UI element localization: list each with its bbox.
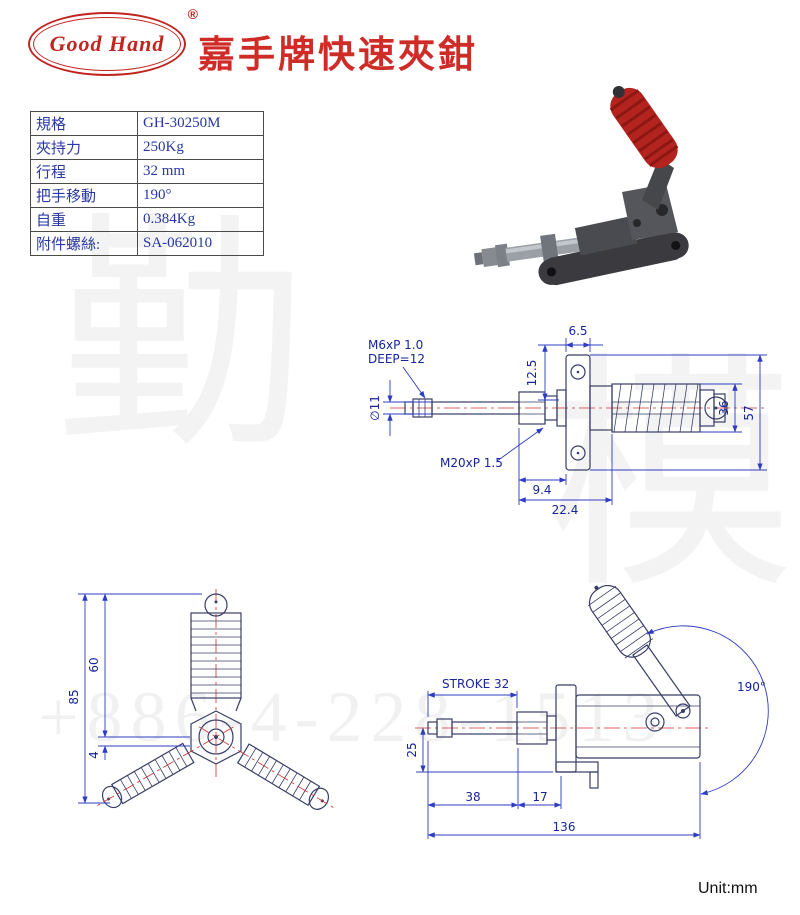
spec-label: 附件螺絲: bbox=[30, 231, 138, 256]
profile-view-drawing: 190° STROKE 32 25 38 17 136 bbox=[405, 585, 769, 839]
dim-label-9-4: 9.4 bbox=[532, 483, 551, 497]
stroke-label: STROKE 32 bbox=[442, 677, 509, 691]
spec-value: 32 mm bbox=[137, 159, 264, 184]
dim-label-190deg: 190° bbox=[737, 680, 766, 694]
spec-label: 規格 bbox=[30, 111, 138, 136]
dim-label-36: 36 bbox=[717, 400, 731, 415]
table-row: 附件螺絲: SA-062010 bbox=[30, 231, 264, 256]
unit-note: Unit:mm bbox=[698, 880, 758, 897]
product-base-plate bbox=[538, 216, 689, 286]
side-view-drawing: 6.5 12.5 ∅11 M6xP 1.0 DEEP=12 M20xP 1.5 … bbox=[368, 324, 767, 517]
spec-label: 夾持力 bbox=[30, 135, 138, 160]
logo-outer-ellipse bbox=[28, 12, 186, 76]
dim-label-6-5: 6.5 bbox=[568, 324, 587, 338]
dim-label-dia11: ∅11 bbox=[368, 395, 382, 421]
profile-grip-outline bbox=[587, 585, 654, 659]
dim-label-38: 38 bbox=[465, 790, 480, 804]
table-row: 行程 32 mm bbox=[30, 159, 264, 184]
thread-label-m20: M20xP 1.5 bbox=[440, 456, 503, 470]
goodhand-logo: Good Hand ® bbox=[28, 6, 198, 76]
spec-label: 行程 bbox=[30, 159, 138, 184]
product-handle-arm bbox=[642, 158, 674, 210]
dim-label-57: 57 bbox=[742, 405, 756, 420]
spec-value: 250Kg bbox=[137, 135, 264, 160]
dim-label-22-4: 22.4 bbox=[552, 503, 579, 517]
spec-value: SA-062010 bbox=[137, 231, 264, 256]
spec-value: GH-30250M bbox=[137, 111, 264, 136]
table-row: 規格 GH-30250M bbox=[30, 111, 264, 136]
spec-value: 190° bbox=[137, 183, 264, 208]
page-title: 嘉手牌快速夾鉗 bbox=[198, 35, 478, 76]
dim-label-12-5: 12.5 bbox=[525, 360, 539, 387]
dim-label-4: 4 bbox=[87, 751, 101, 759]
spec-label: 把手移動 bbox=[30, 183, 138, 208]
table-row: 把手移動 190° bbox=[30, 183, 264, 208]
spec-label: 自重 bbox=[30, 207, 138, 232]
product-grip bbox=[609, 85, 679, 169]
table-row: 夾持力 250Kg bbox=[30, 135, 264, 160]
spec-table: 規格 GH-30250M 夾持力 250Kg 行程 32 mm 把手移動 190… bbox=[30, 111, 264, 256]
registered-trademark: ® bbox=[187, 6, 198, 22]
logo-text: Good Hand bbox=[49, 31, 165, 56]
dim-label-25: 25 bbox=[405, 742, 419, 757]
dim-label-17: 17 bbox=[532, 790, 547, 804]
front-view-drawing: 85 60 4 bbox=[67, 589, 337, 810]
front-right-leg bbox=[198, 726, 337, 810]
thread-note-line1: M6xP 1.0 bbox=[368, 338, 423, 352]
front-left-leg bbox=[94, 726, 234, 809]
table-row: 自重 0.384Kg bbox=[30, 207, 264, 232]
dim-label-136: 136 bbox=[553, 820, 576, 834]
dim-label-85: 85 bbox=[67, 689, 81, 704]
spec-value: 0.384Kg bbox=[137, 207, 264, 232]
dim-label-60: 60 bbox=[87, 657, 101, 672]
thread-note-line2: DEEP=12 bbox=[368, 352, 425, 366]
product-photo bbox=[473, 85, 689, 286]
logo-inner-ellipse bbox=[33, 17, 181, 71]
